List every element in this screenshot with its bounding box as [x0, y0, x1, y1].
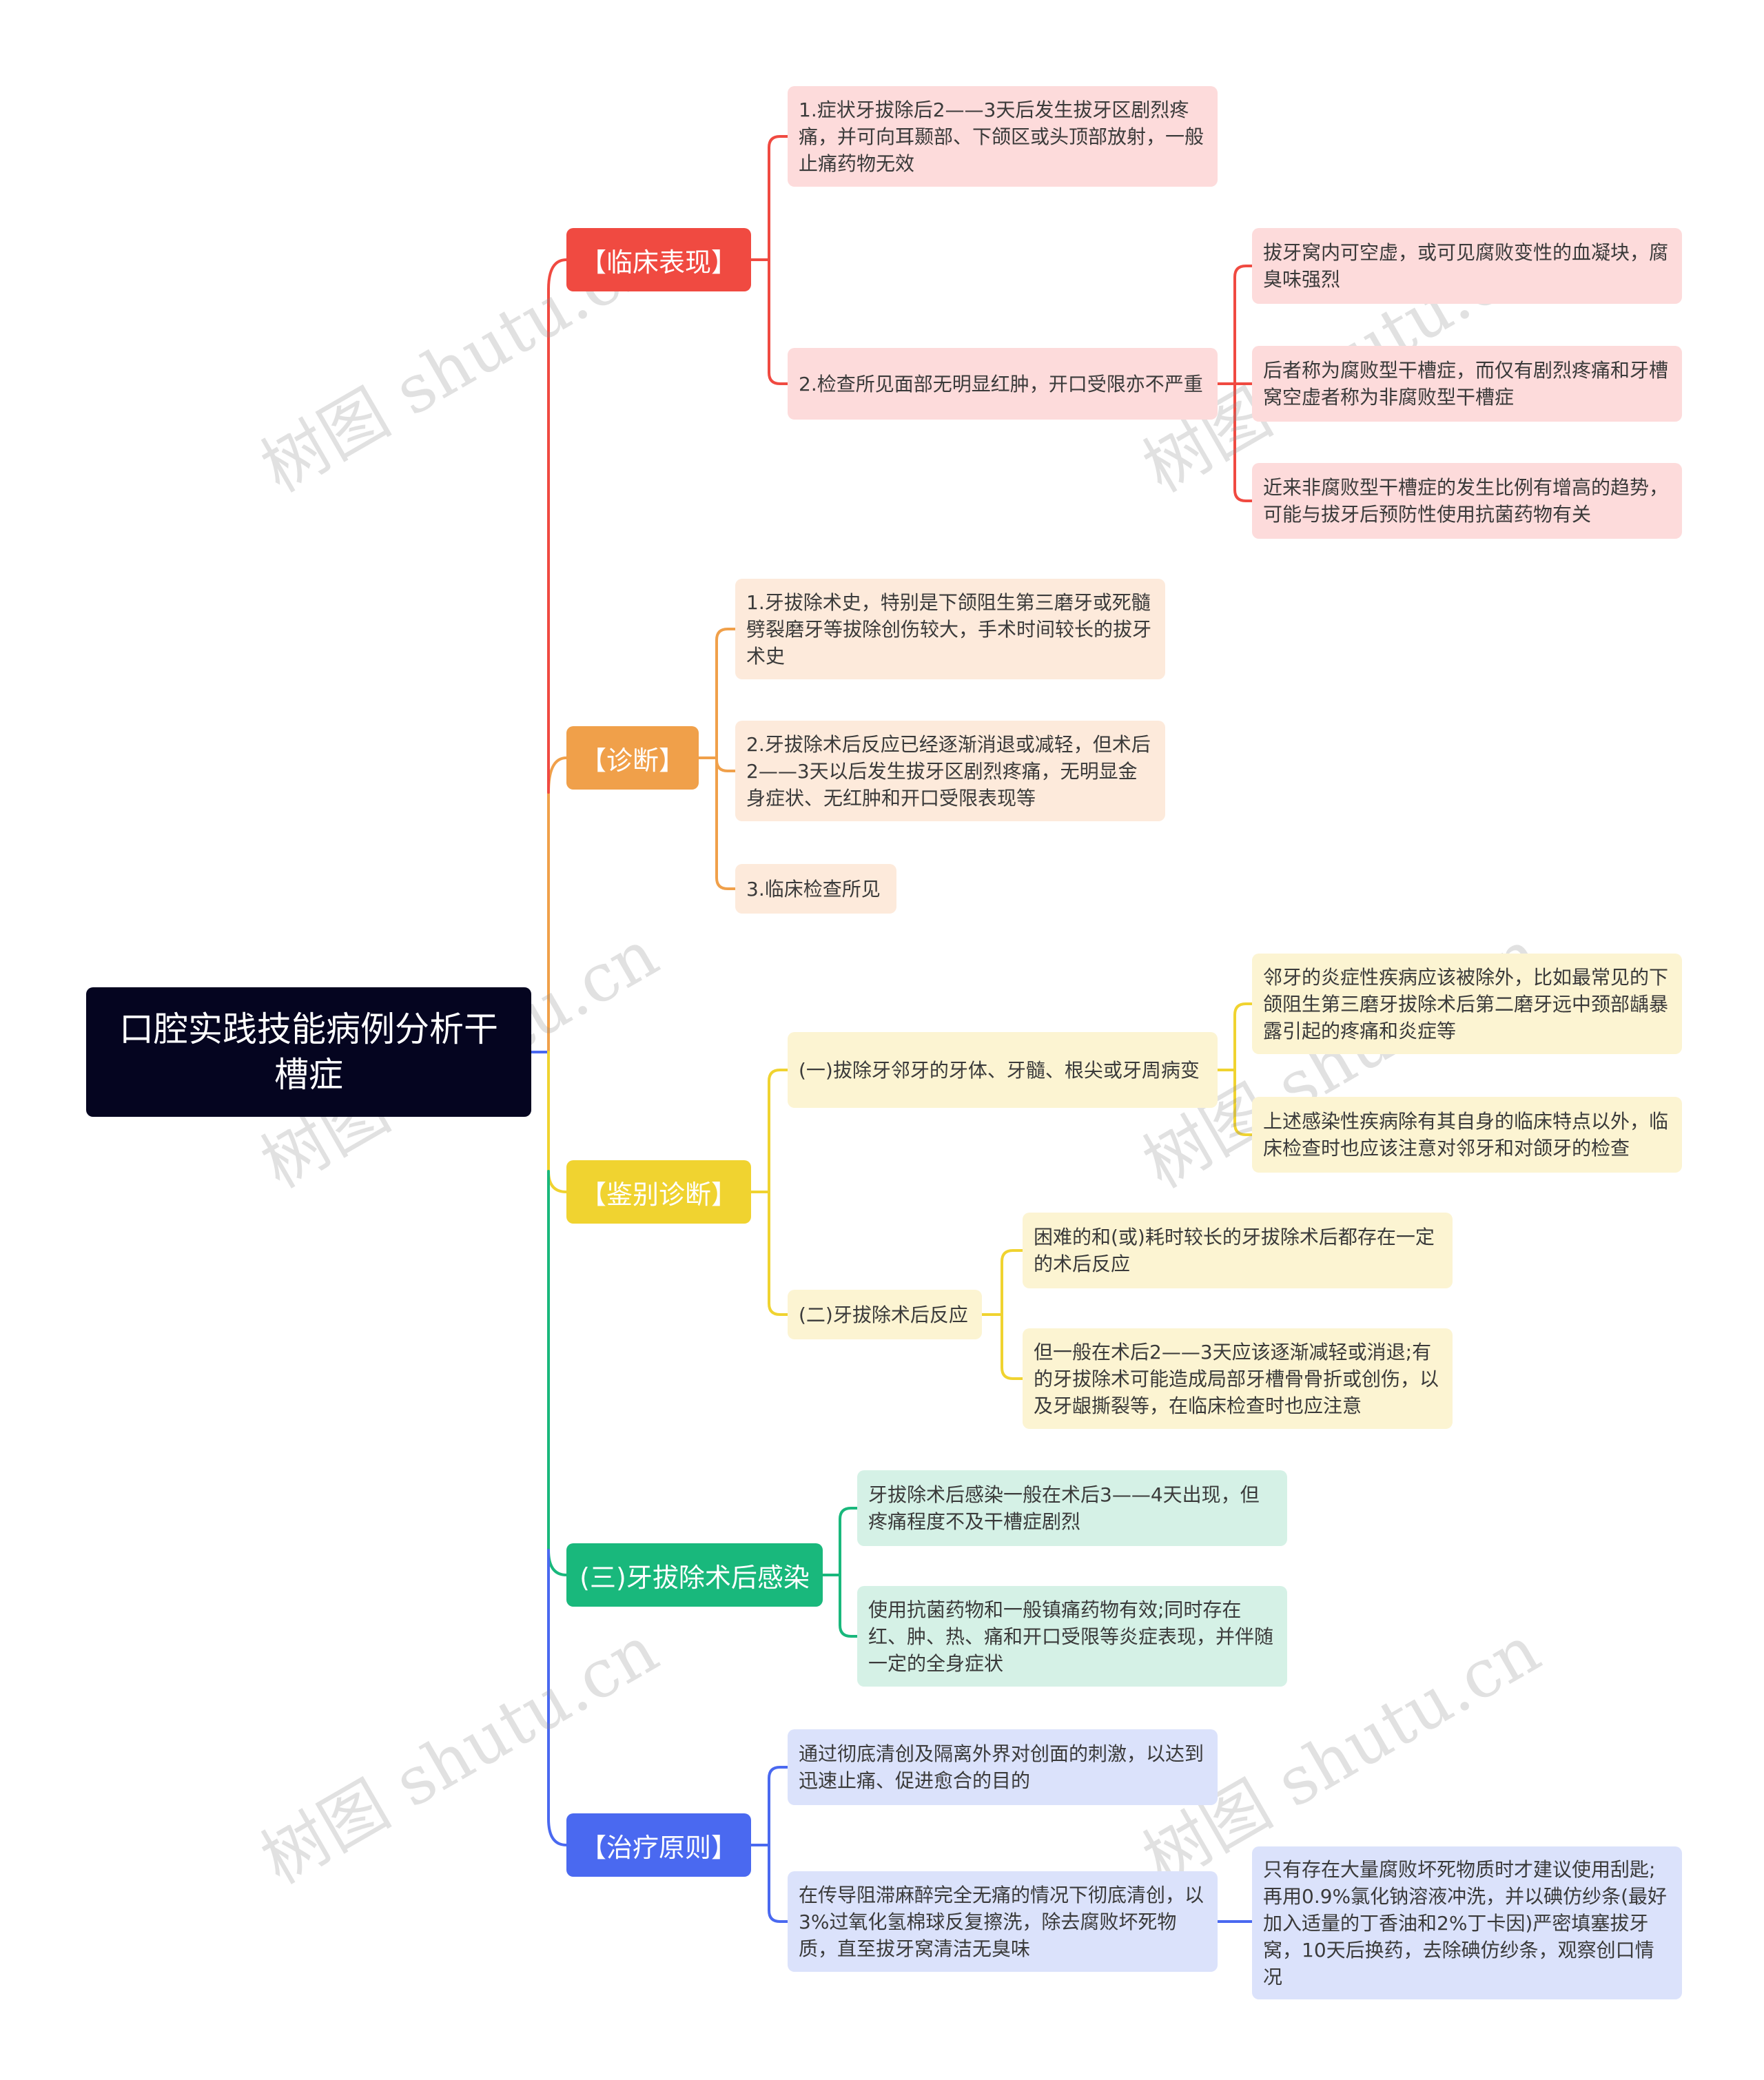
leaf-adjacent-tooth[interactable]: (一)拔除牙邻牙的牙体、牙髓、根尖或牙周病变	[788, 1032, 1218, 1108]
leaf-text: 2.牙拔除术后反应已经逐渐消退或减轻，但术后2——3天以后发生拔牙区剧烈疼痛，无…	[746, 732, 1151, 810]
leaf-text: 上述感染性疾病除有其自身的临床特点以外，临床检查时也应该注意对邻牙和对颌牙的检查	[1263, 1110, 1669, 1160]
leaf-post-extraction-reaction[interactable]: (二)牙拔除术后反应	[788, 1290, 982, 1339]
leaf-text: 拔牙窝内可空虚，或可见腐败变性的血凝块，腐臭味强烈	[1263, 241, 1669, 291]
branch-label: (三)牙拔除术后感染	[580, 1562, 810, 1593]
leaf-text: (一)拔除牙邻牙的牙体、牙髓、根尖或牙周病变	[799, 1058, 1200, 1082]
leaf-connector	[715, 756, 737, 890]
leaf-connector	[768, 1766, 789, 1846]
leaf-infection-onset[interactable]: 牙拔除术后感染一般在术后3——4天出现，但疼痛程度不及干槽症剧烈	[857, 1470, 1287, 1546]
leaf-connector	[839, 1574, 859, 1638]
leaf-antibiotics-effective[interactable]: 使用抗菌药物和一般镇痛药物有效;同时存在红、肿、热、痛和开口受限等炎症表现，并伴…	[857, 1586, 1287, 1687]
root-title: 口腔实践技能病例分析干槽症	[119, 1009, 498, 1095]
leaf-text: 邻牙的炎症性疾病应该被除外，比如最常见的下颌阻生第三磨牙拔除术后第二磨牙远中颈部…	[1263, 965, 1669, 1042]
leaf-debridement-procedure[interactable]: 在传导阻滞麻醉完全无痛的情况下彻底清创，以3%过氧化氢棉球反复擦洗，除去腐败坏死…	[788, 1871, 1218, 1972]
branch-differential-diagnosis[interactable]: 【鉴别诊断】	[566, 1160, 751, 1224]
branch-post-extraction-infection[interactable]: (三)牙拔除术后感染	[566, 1543, 823, 1607]
leaf-text: 1.牙拔除术史，特别是下颌阻生第三磨牙或死髓劈裂磨牙等拔除创伤较大，手术时间较长…	[746, 590, 1152, 668]
branch-clinical-manifestation[interactable]: 【临床表现】	[566, 228, 751, 291]
branch-treatment-principles[interactable]: 【治疗原则】	[566, 1813, 751, 1877]
leaf-socket-empty[interactable]: 拔牙窝内可空虚，或可见腐败变性的血凝块，腐臭味强烈	[1252, 228, 1682, 304]
leaf-connector	[715, 628, 737, 759]
leaf-text: 困难的和(或)耗时较长的牙拔除术后都存在一定的术后反应	[1034, 1226, 1435, 1275]
leaf-connector	[1233, 382, 1253, 502]
branch-connector	[547, 258, 568, 794]
leaf-text: 后者称为腐败型干槽症，而仅有剧烈疼痛和牙槽窝空虚者称为非腐败型干槽症	[1263, 359, 1669, 409]
leaf-connector	[839, 1507, 859, 1576]
leaf-infection-exam[interactable]: 上述感染性疾病除有其自身的临床特点以外，临床检查时也应该注意对邻牙和对颌牙的检查	[1252, 1097, 1682, 1173]
branch-connector	[547, 1549, 568, 1846]
leaf-text: 通过彻底清创及隔离外界对创面的刺激，以达到迅速止痛、促进愈合的目的	[799, 1742, 1204, 1792]
branch-label: 【诊断】	[580, 745, 685, 776]
leaf-debridement-goal[interactable]: 通过彻底清创及隔离外界对创面的刺激，以达到迅速止痛、促进愈合的目的	[788, 1729, 1218, 1805]
leaf-iodoform-packing[interactable]: 只有存在大量腐败坏死物质时才建议使用刮匙;再用0.9%氯化钠溶液冲洗，并以碘仿纱…	[1252, 1846, 1682, 1999]
leaf-examination[interactable]: 2.检查所见面部无明显红肿，开口受限亦不严重	[788, 348, 1218, 420]
branch-connector	[547, 756, 568, 1053]
leaf-text: 牙拔除术后感染一般在术后3——4天出现，但疼痛程度不及干槽症剧烈	[868, 1483, 1260, 1533]
leaf-text: 1.症状牙拔除后2——3天后发生拔牙区剧烈疼痛，并可向耳颞部、下颌区或头顶部放射…	[799, 98, 1204, 175]
leaf-reaction-subsides[interactable]: 但一般在术后2——3天应该逐渐减轻或消退;有的牙拔除术可能造成局部牙槽骨骨折或创…	[1023, 1328, 1453, 1429]
leaf-connector	[768, 1844, 789, 1923]
branch-connector	[547, 1051, 568, 1193]
leaf-extraction-history[interactable]: 1.牙拔除术史，特别是下颌阻生第三磨牙或死髓劈裂磨牙等拔除创伤较大，手术时间较长…	[735, 579, 1165, 679]
leaf-connector	[1233, 1002, 1253, 1071]
leaf-text: 在传导阻滞麻醉完全无痛的情况下彻底清创，以3%过氧化氢棉球反复擦洗，除去腐败坏死…	[799, 1883, 1204, 1960]
leaf-text: 近来非腐败型干槽症的发生比例有增高的趋势，可能与拔牙后预防性使用抗菌药物有关	[1263, 476, 1669, 526]
leaf-connector	[768, 135, 789, 261]
leaf-connector	[1233, 1069, 1253, 1136]
branch-connector	[547, 1170, 568, 1576]
branch-label: 【治疗原则】	[580, 1832, 737, 1863]
leaf-connector	[768, 258, 789, 385]
branch-diagnosis[interactable]: 【诊断】	[566, 726, 699, 790]
leaf-text: 只有存在大量腐败坏死物质时才建议使用刮匙;再用0.9%氯化钠溶液冲洗，并以碘仿纱…	[1263, 1857, 1668, 1988]
leaf-post-op-reaction[interactable]: 2.牙拔除术后反应已经逐渐消退或减轻，但术后2——3天以后发生拔牙区剧烈疼痛，无…	[735, 721, 1165, 821]
leaf-connector	[1233, 265, 1253, 385]
leaf-text: 3.临床检查所见	[746, 877, 881, 900]
branch-label: 【临床表现】	[580, 247, 737, 278]
leaf-text: 使用抗菌药物和一般镇痛药物有效;同时存在红、肿、热、痛和开口受限等炎症表现，并伴…	[868, 1598, 1274, 1675]
leaf-putrid-type[interactable]: 后者称为腐败型干槽症，而仅有剧烈疼痛和牙槽窝空虚者称为非腐败型干槽症	[1252, 346, 1682, 422]
leaf-text: 但一般在术后2——3天应该逐渐减轻或消退;有的牙拔除术可能造成局部牙槽骨骨折或创…	[1034, 1340, 1439, 1417]
branch-label: 【鉴别诊断】	[580, 1179, 737, 1210]
leaf-connector	[768, 1069, 789, 1193]
leaf-connector	[768, 1191, 789, 1316]
leaf-text: (二)牙拔除术后反应	[799, 1303, 968, 1326]
leaf-adjacent-inflammation[interactable]: 邻牙的炎症性疾病应该被除外，比如最常见的下颌阻生第三磨牙拔除术后第二磨牙远中颈部…	[1252, 954, 1682, 1054]
leaf-nonputrid-trend[interactable]: 近来非腐败型干槽症的发生比例有增高的趋势，可能与拔牙后预防性使用抗菌药物有关	[1252, 463, 1682, 539]
leaf-connector	[715, 756, 737, 772]
root-topic[interactable]: 口腔实践技能病例分析干槽症	[86, 987, 531, 1117]
leaf-connector	[1001, 1313, 1024, 1380]
leaf-symptom[interactable]: 1.症状牙拔除后2——3天后发生拔牙区剧烈疼痛，并可向耳颞部、下颌区或头顶部放射…	[788, 86, 1218, 187]
leaf-difficult-extraction[interactable]: 困难的和(或)耗时较长的牙拔除术后都存在一定的术后反应	[1023, 1213, 1453, 1288]
leaf-connector	[1001, 1249, 1024, 1316]
leaf-clinical-findings[interactable]: 3.临床检查所见	[735, 864, 896, 914]
leaf-text: 2.检查所见面部无明显红肿，开口受限亦不严重	[799, 372, 1203, 395]
